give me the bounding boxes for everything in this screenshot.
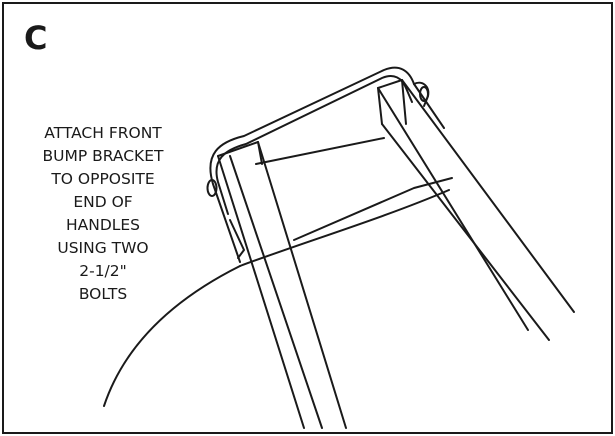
instruction-line-3: TO OPPOSITE xyxy=(51,170,155,188)
bolt-left xyxy=(206,179,218,197)
right-handle-inner xyxy=(381,123,550,341)
right-handle-back xyxy=(401,79,575,313)
bolt-right xyxy=(419,86,429,102)
instruction-line-7: 2-1/2" xyxy=(79,262,127,280)
left-handle-inner xyxy=(229,155,323,429)
right-handle-face xyxy=(377,87,383,125)
instruction-line-2: BUMP BRACKET xyxy=(42,147,164,165)
instruction-line-5: HANDLES xyxy=(65,216,141,234)
instruction-line-8: BOLTS xyxy=(78,285,128,303)
instruction-line-4: END OF xyxy=(73,193,133,211)
left-handle-outer xyxy=(217,155,305,429)
instruction-text: ATTACH FRONT BUMP BRACKET TO OPPOSITE EN… xyxy=(14,122,192,306)
left-handle-top xyxy=(217,141,259,157)
left-handle-end-shade xyxy=(229,219,245,259)
bracket-brace-lower xyxy=(293,177,453,241)
instruction-line-1: ATTACH FRONT xyxy=(44,124,162,142)
bump-bracket-outer xyxy=(209,66,445,263)
right-handle-top xyxy=(377,79,403,89)
assembly-illustration xyxy=(103,66,575,429)
right-handle-outer xyxy=(377,87,529,331)
seat-back-edge xyxy=(239,189,450,267)
left-handle-back xyxy=(257,141,347,429)
step-letter: C xyxy=(24,19,48,57)
bracket-brace-upper xyxy=(255,137,385,165)
seat-curve xyxy=(103,265,241,407)
right-handle-side xyxy=(401,79,407,125)
instruction-line-6: USING TWO xyxy=(57,239,149,257)
